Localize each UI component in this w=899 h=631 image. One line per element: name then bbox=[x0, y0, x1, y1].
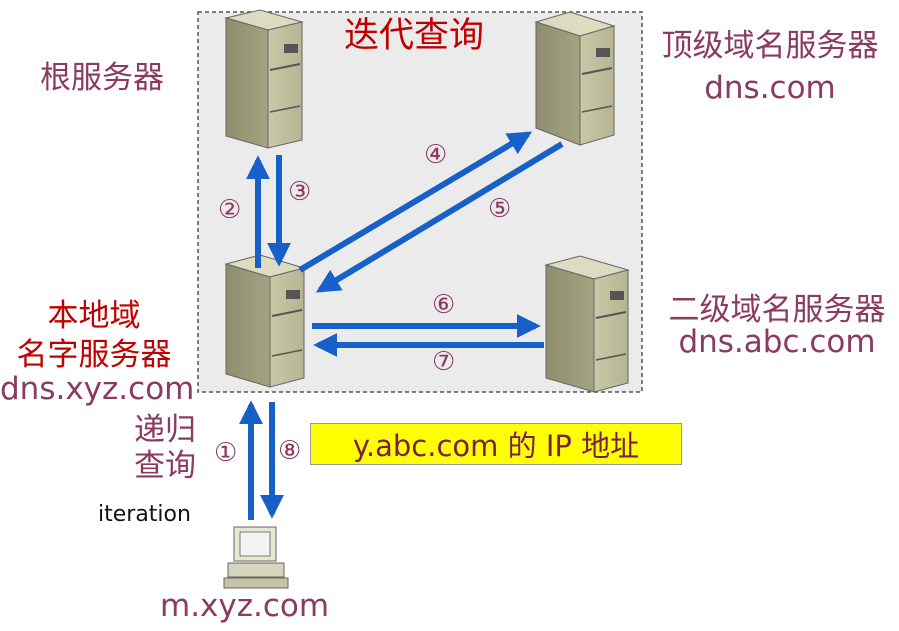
step-6-label: ⑥ bbox=[432, 290, 456, 320]
client-side-note: iteration bbox=[98, 502, 191, 527]
local-server-icon bbox=[224, 254, 306, 388]
step-3-label: ③ bbox=[288, 177, 312, 207]
root-server-icon bbox=[224, 9, 304, 149]
second-level-server-icon bbox=[544, 255, 630, 393]
diagram-title: 迭代查询 bbox=[344, 16, 485, 56]
step-7-label: ⑦ bbox=[432, 347, 456, 377]
local-server-label-line2: 名字服务器 bbox=[16, 337, 172, 373]
step-5-label: ⑤ bbox=[488, 194, 512, 224]
tld-server-icon bbox=[534, 11, 616, 146]
recursive-query-line1: 递归 bbox=[134, 412, 196, 448]
arrow-step-5 bbox=[315, 141, 564, 293]
tld-server-label: 顶级域名服务器 bbox=[661, 28, 879, 64]
local-server-domain: dns.xyz.com bbox=[0, 371, 195, 407]
arrow-step-4 bbox=[298, 131, 533, 273]
second-level-server-label: 二级域名服务器 bbox=[668, 292, 886, 328]
step-2-label: ② bbox=[218, 195, 242, 225]
client-computer-icon bbox=[223, 526, 289, 589]
client-domain: m.xyz.com bbox=[160, 588, 330, 624]
step-8-label: ⑧ bbox=[278, 436, 302, 466]
step-1-label: ① bbox=[214, 438, 238, 468]
local-server-label-line1: 本地域 bbox=[47, 298, 141, 334]
result-note-text: y.abc.com 的 IP 地址 bbox=[352, 429, 640, 463]
step-4-label: ④ bbox=[424, 140, 448, 170]
recursive-query-line2: 查询 bbox=[134, 448, 196, 484]
result-note-box: y.abc.com 的 IP 地址 bbox=[310, 423, 682, 465]
tld-server-domain: dns.com bbox=[704, 70, 836, 106]
root-server-label: 根服务器 bbox=[40, 60, 164, 96]
second-level-server-domain: dns.abc.com bbox=[678, 324, 876, 360]
